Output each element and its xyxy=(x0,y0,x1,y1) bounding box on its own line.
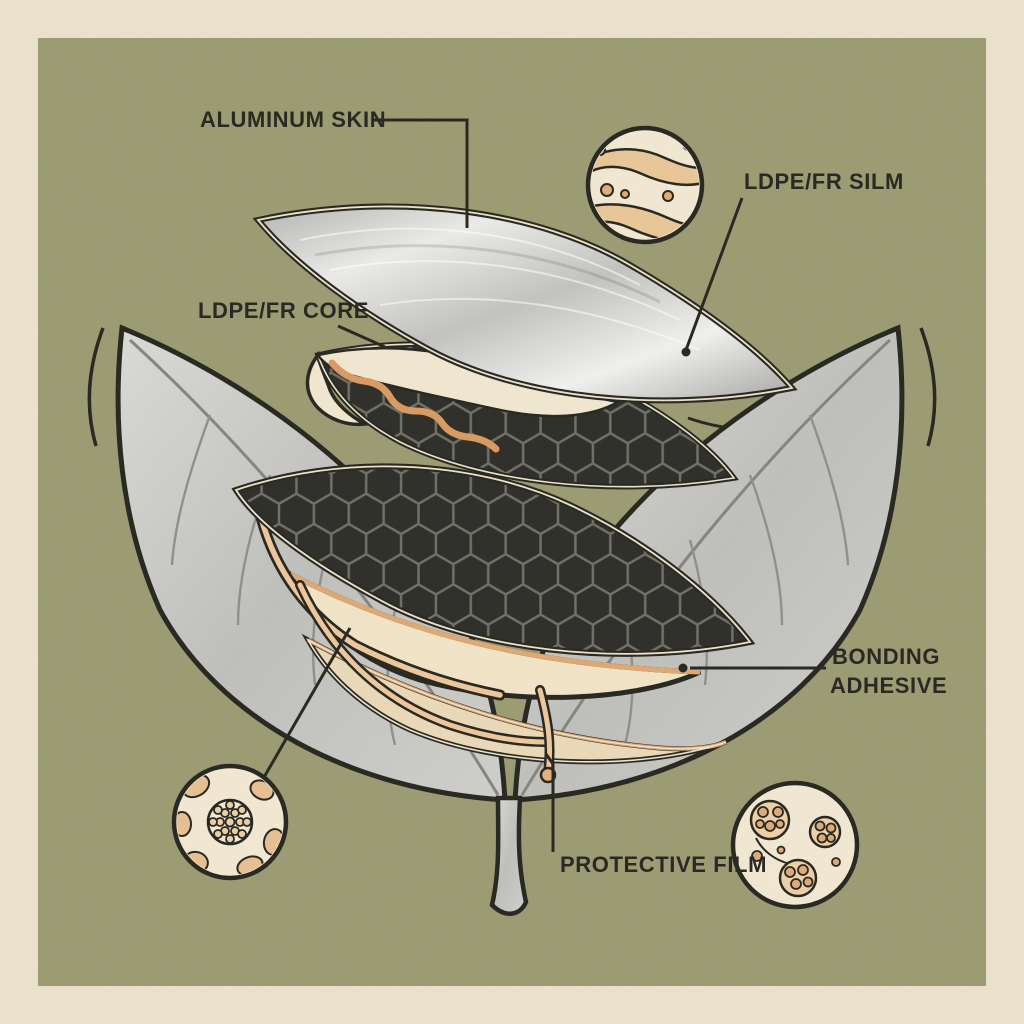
illustration-canvas: ALUMINUM SKIN LDPE/FR SILM LDPE/FR CORE … xyxy=(0,0,1024,1024)
grain-overlay xyxy=(0,0,1024,1024)
panel-diagram-svg: ALUMINUM SKIN LDPE/FR SILM LDPE/FR CORE … xyxy=(0,0,1024,1024)
